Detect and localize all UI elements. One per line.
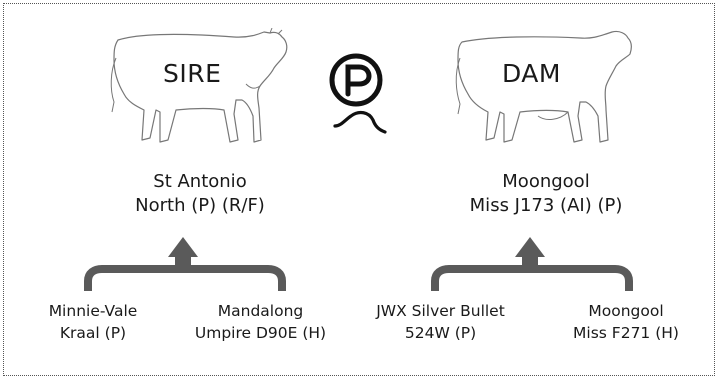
sire-dam: Mandalong Umpire D90E (H) bbox=[178, 300, 343, 344]
dam-name-line2: Miss J173 (AI) (P) bbox=[469, 195, 623, 216]
sire-name-line2: North (P) (R/F) bbox=[135, 195, 265, 216]
sire-sire-line2: Kraal (P) bbox=[59, 324, 127, 342]
dam-name: Moongool Miss J173 (AI) (P) bbox=[446, 170, 646, 218]
dam-sire-line2: 524W (P) bbox=[404, 324, 477, 342]
sire-bull-icon bbox=[110, 28, 288, 143]
sire-sire: Minnie-Vale Kraal (P) bbox=[18, 300, 168, 344]
dam-parents-bracket bbox=[431, 237, 633, 291]
dam-name-line1: Moongool bbox=[502, 171, 590, 192]
dam-dam: Moongool Miss F271 (H) bbox=[556, 300, 696, 344]
dam-label: DAM bbox=[502, 59, 561, 88]
dam-dam-line1: Moongool bbox=[588, 302, 664, 320]
dam-cow-icon bbox=[455, 30, 632, 143]
sire-dam-line1: Mandalong bbox=[217, 302, 304, 320]
sire-label: SIRE bbox=[163, 59, 222, 88]
dam-sire-line1: JWX Silver Bullet bbox=[376, 302, 505, 320]
sire-dam-line2: Umpire D90E (H) bbox=[194, 324, 327, 342]
sire-name-line1: St Antonio bbox=[153, 171, 247, 192]
sire-parents-bracket bbox=[84, 237, 286, 291]
polled-p-icon bbox=[329, 53, 387, 134]
sire-name: St Antonio North (P) (R/F) bbox=[100, 170, 300, 218]
sire-sire-line1: Minnie-Vale bbox=[48, 302, 138, 320]
dam-dam-line2: Miss F271 (H) bbox=[573, 324, 679, 342]
pedigree-frame bbox=[3, 3, 715, 376]
dam-sire: JWX Silver Bullet 524W (P) bbox=[358, 300, 523, 344]
